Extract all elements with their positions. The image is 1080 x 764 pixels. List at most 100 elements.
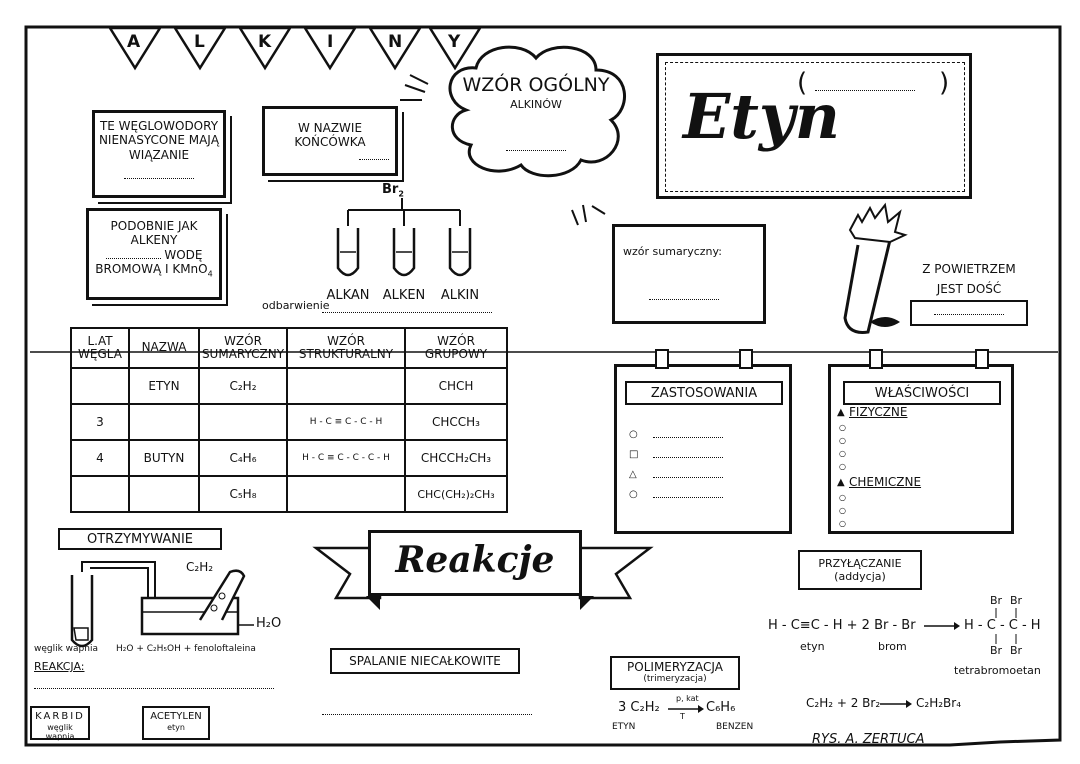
poly-product: C₆H₆ (706, 700, 736, 715)
cell: C₅H₈ (198, 475, 288, 513)
answer-blank (34, 688, 274, 689)
alkenes-line3-sub: 4 (207, 269, 213, 279)
addition-title: PRZYŁĄCZANIE (818, 557, 902, 570)
acetylene-label: C₂H₂ (186, 560, 214, 574)
applications-title: ZASTOSOWANIA (625, 381, 783, 405)
cell (286, 475, 406, 513)
carbide-title: KARBID (35, 711, 85, 722)
answer-blank (124, 178, 194, 180)
cell (198, 403, 288, 441)
applications-card: ZASTOSOWANIA ○ □ △ ○ (614, 364, 792, 534)
cell: CHCCH₃ (404, 403, 508, 441)
alkenes-line1: PODOBNIE JAK ALKENY (110, 219, 198, 248)
br-atom: Br (990, 644, 1003, 657)
paren-close: ) (939, 68, 950, 98)
title-letter: K (258, 32, 272, 52)
bullet-list: ○○○ (839, 493, 846, 528)
addition-box: PRZYŁĄCZANIE (addycja) (798, 550, 922, 590)
cloud-title: WZÓR OGÓLNY (462, 74, 610, 96)
tube-label: ALKIN (440, 288, 480, 303)
carbide-box: KARBID węglik wapnia (30, 706, 90, 741)
answer-blank (653, 497, 723, 498)
physical-label: FIZYCZNE (849, 405, 908, 419)
preparation-title: OTRZYMYWANIE (58, 528, 222, 550)
etyn-label: etyn (800, 640, 825, 653)
cell: H - C ≡ C - C - C - H (286, 439, 406, 477)
cell: H - C ≡ C - C - H (286, 403, 406, 441)
addition-product: H - C - C - H (964, 618, 1041, 633)
polymerization-title: POLIMERYZACJA (627, 660, 723, 674)
etyn-title: Etyn (683, 80, 840, 153)
bromine-word: brom (878, 640, 907, 653)
bromine-label: Br2 (382, 182, 404, 199)
cell (70, 367, 130, 405)
table-header-row: L.AT WĘGLA NAZWA WZÓR SUMARYCZNY WZÓR ST… (70, 327, 508, 369)
cell (70, 475, 130, 513)
cell (128, 475, 200, 513)
properties-title: WŁAŚCIWOŚCI (843, 381, 1001, 405)
cell (286, 367, 406, 405)
bullet-circle: ○ (629, 429, 638, 440)
title-banner: A L K I N Y (105, 26, 485, 76)
polymerization-box: POLIMERYZACJA (trimeryzacja) (610, 656, 740, 690)
product-name: tetrabromoetan (954, 664, 1041, 677)
bromine-sub: 2 (398, 189, 404, 199)
title-letter: L (194, 32, 205, 52)
molecular-formula-label: wzór sumaryczny: (623, 245, 722, 258)
tube-label: ALKAN (326, 288, 370, 303)
etyn-card-border (665, 62, 965, 192)
answer-blank (322, 312, 492, 313)
general-formula-cloud: WZÓR OGÓLNY ALKINÓW (436, 40, 636, 180)
air-answer-box (910, 300, 1028, 326)
bromine-main: Br (382, 182, 399, 197)
cell: CHCH (404, 367, 508, 405)
answer-blank (359, 159, 389, 160)
cloud-subtitle: ALKINÓW (510, 98, 562, 111)
summary-right: C₂H₂Br₄ (916, 696, 961, 710)
reactions-banner: Reakcje (368, 530, 582, 596)
decolorization-label: odbarwienie (262, 299, 330, 312)
cell (128, 403, 200, 441)
bullet-triangle: △ (629, 469, 637, 480)
water-label: H₂O (256, 616, 282, 631)
answer-blank (653, 477, 723, 478)
cell: CHC(CH₂)₂CH₃ (404, 475, 508, 513)
br-atom: Br (1010, 594, 1023, 607)
answer-blank (815, 90, 915, 91)
bullet-square: □ (629, 449, 639, 460)
reaction-label: REAKCJA: (34, 660, 85, 673)
poly-reactant-label: ETYN (612, 722, 636, 732)
title-letter: Y (448, 32, 461, 52)
alkynes-table: L.AT WĘGLA NAZWA WZÓR SUMARYCZNY WZÓR ST… (70, 327, 508, 513)
molecular-formula-card: wzór sumaryczny: (612, 224, 766, 324)
header-group: WZÓR GRUPOWY (404, 327, 508, 369)
unsaturated-text: TE WĘGLOWODORY NIENASYCONE MAJĄ WIĄZANIE (98, 119, 220, 162)
acetylene-box: ACETYLEN etyn (142, 706, 210, 740)
reactions-title: Reakcje (395, 539, 555, 581)
title-letter: I (327, 32, 334, 52)
title-letter: A (127, 32, 141, 52)
poly-conditions-top: p, kat (676, 694, 699, 703)
alkenes-box: PODOBNIE JAK ALKENY WODĘ BROMOWĄ I KMnO4 (86, 208, 222, 300)
cell: CHCCH₂CH₃ (404, 439, 508, 477)
reagents-label: H₂O + C₂H₅OH + fenoloftaleina (116, 644, 256, 654)
cell: BUTYN (128, 439, 200, 477)
table-row: ETYN C₂H₂ CHCH (70, 367, 508, 405)
bullet-list: ○○○○ (839, 423, 846, 471)
header-structural: WZÓR STRUKTURALNY (286, 327, 406, 369)
acetylene-sub: etyn (167, 723, 185, 732)
calcium-carbide-label: węglik wapnia (34, 644, 98, 654)
etyn-card: Etyn ( ) (656, 53, 972, 199)
table-row: 3 H - C ≡ C - C - H CHCCH₃ (70, 403, 508, 441)
answer-blank (105, 257, 161, 259)
poly-reactant: 3 C₂H₂ (618, 700, 660, 715)
air-line1: Z POWIETRZEM (922, 262, 1016, 276)
answer-blank (653, 437, 723, 438)
paren-open: ( (797, 68, 808, 98)
alkenes-line3: BROMOWĄ I KMnO (95, 262, 208, 277)
suffix-text: W NAZWIE KOŃCÓWKA (294, 121, 366, 150)
answer-blank (934, 314, 1004, 315)
signature: RYS. A. ZERTUCA (812, 732, 925, 747)
answer-blank (506, 150, 566, 151)
table-row: C₅H₈ CHC(CH₂)₂CH₃ (70, 475, 508, 513)
